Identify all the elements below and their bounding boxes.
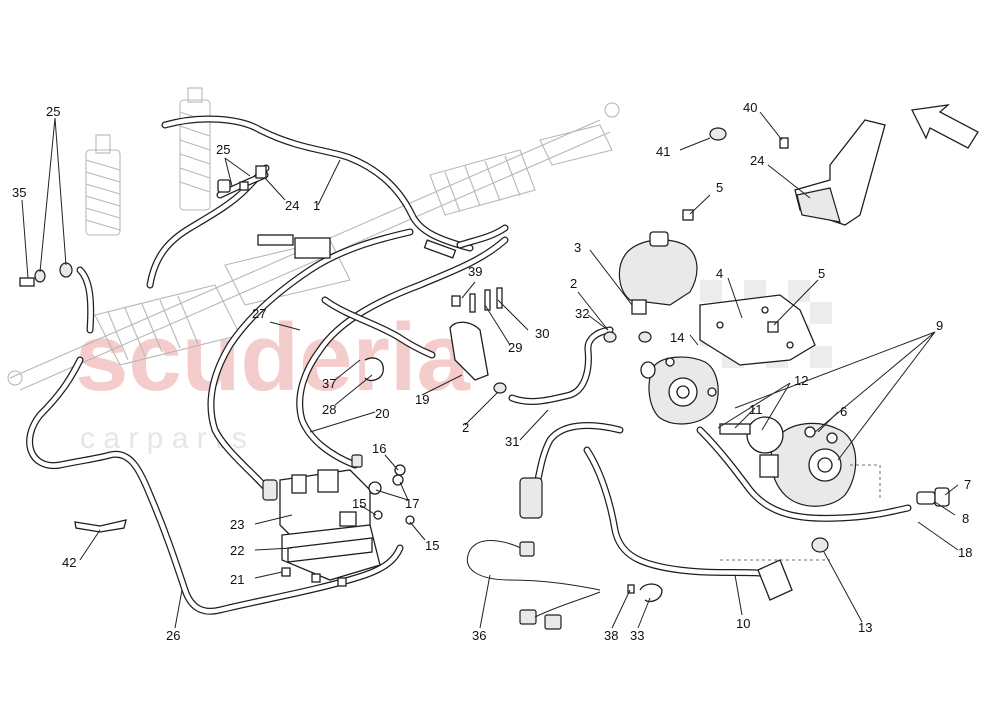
callout-11: 11 (749, 402, 763, 417)
callout-8: 8 (962, 511, 969, 526)
callout-numbers: 25 35 25 24 1 27 39 2 29 30 32 37 28 19 … (12, 100, 972, 643)
callout-1: 1 (313, 198, 320, 213)
callout-38: 38 (604, 628, 618, 643)
callout-17: 17 (405, 496, 419, 511)
callout-33: 33 (630, 628, 644, 643)
callout-3: 3 (574, 240, 581, 255)
callout-16: 16 (372, 441, 386, 456)
callout-15-upper: 15 (352, 496, 366, 511)
callout-4: 4 (716, 266, 723, 281)
leader-lines (21, 111, 959, 629)
direction-arrow-icon (911, 104, 979, 149)
callout-14: 14 (670, 330, 684, 345)
callout-7: 7 (964, 477, 971, 492)
sensor-cable-36 (467, 540, 601, 630)
callout-10: 10 (736, 616, 750, 631)
watermark-main: scuderia (75, 304, 470, 411)
reservoir-3 (618, 231, 698, 315)
callout-13: 13 (858, 620, 872, 635)
callout-19: 19 (415, 392, 429, 407)
shock-absorber-ghost (85, 87, 211, 236)
callout-20: 20 (375, 406, 389, 421)
pump-body-6 (759, 422, 857, 507)
callout-24-shock: 24 (285, 198, 299, 213)
callout-31: 31 (505, 434, 519, 449)
callout-25-shock: 25 (216, 142, 230, 157)
callout-39: 39 (468, 264, 482, 279)
callout-15-lower: 15 (425, 538, 439, 553)
callout-21: 21 (230, 572, 244, 587)
callout-30: 30 (535, 326, 549, 341)
callout-5-upper: 5 (716, 180, 723, 195)
callout-35: 35 (12, 185, 26, 200)
callout-36: 36 (472, 628, 486, 643)
callout-42: 42 (62, 555, 76, 570)
callout-6: 6 (840, 404, 847, 419)
callout-37: 37 (322, 376, 336, 391)
callout-23: 23 (230, 517, 244, 532)
guide-lines (720, 464, 881, 561)
callout-9: 9 (936, 318, 943, 333)
callout-2-lower: 2 (462, 420, 469, 435)
callout-18: 18 (958, 545, 972, 560)
callout-26: 26 (166, 628, 180, 643)
callout-12: 12 (794, 373, 808, 388)
valve-block (279, 469, 381, 581)
bracket-24 (794, 119, 886, 226)
callout-40: 40 (743, 100, 757, 115)
callout-29: 29 (508, 340, 522, 355)
callout-27: 27 (252, 306, 266, 321)
callout-22: 22 (230, 543, 244, 558)
bracket-4 (699, 294, 816, 366)
callout-24-bracket: 24 (750, 153, 764, 168)
callout-41: 41 (656, 144, 670, 159)
callout-2-upper: 2 (570, 276, 577, 291)
small-parts (19, 127, 950, 603)
callout-5-lower: 5 (818, 266, 825, 281)
callout-32: 32 (575, 306, 589, 321)
callout-28: 28 (322, 402, 336, 417)
flange-housing-14 (648, 356, 719, 425)
callout-25-left: 25 (46, 104, 60, 119)
